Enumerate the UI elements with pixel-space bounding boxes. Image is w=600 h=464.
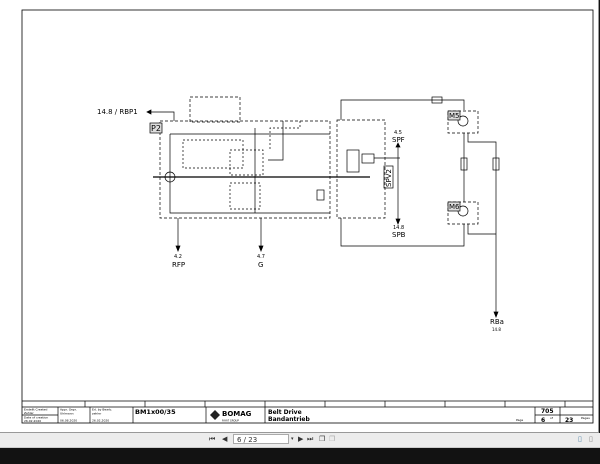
checked-date: 06.08.2020 (60, 419, 77, 423)
bomag-logo: BOMAG FAYAT GROUP (210, 410, 252, 423)
label-p2: P2 (151, 124, 161, 133)
label-spv2: SPV2 (385, 169, 393, 187)
of-label: of (550, 416, 554, 420)
ref-rfp-num: 4.2 (174, 254, 182, 260)
ref-spf: SPF (392, 136, 405, 144)
ref-g-num: 4.7 (257, 254, 265, 260)
svg-text:BOMAG: BOMAG (222, 410, 252, 418)
ref-rfp: RFP (172, 261, 185, 269)
ref-g: G (258, 261, 263, 269)
pages-label: Pages (581, 416, 590, 420)
ref-spb: SPB (392, 231, 406, 239)
created-date: 26.02.2020 (24, 419, 41, 423)
page-label: Page (516, 418, 523, 422)
ref-spb-num: 14.8 (393, 225, 404, 231)
svg-text:FAYAT GROUP: FAYAT GROUP (222, 419, 239, 423)
page-number: 6 (541, 417, 545, 424)
next-page-button[interactable]: ▶ (298, 435, 304, 443)
label-m5: M5 (449, 112, 460, 120)
single-page-view-icon[interactable]: ▯ (578, 435, 582, 443)
model-number: BM1x00/35 (135, 408, 176, 416)
document-page: 14.8 / RBP1 P2 4.2 RFP 4.7 G 4.5 SPF 14.… (0, 0, 599, 433)
continuous-view-icon[interactable]: ▯ (589, 435, 593, 443)
drawing-number: 705 (541, 408, 554, 415)
paste-icon[interactable]: ❐ (329, 435, 336, 443)
date-label: Date of creation (24, 416, 48, 420)
background-area (0, 448, 600, 464)
label-m6: M6 (449, 203, 460, 211)
hydraulic-schematic: 14.8 / RBP1 P2 4.2 RFP 4.7 G 4.5 SPF 14.… (21, 9, 594, 424)
ref-rba: RBa (490, 318, 504, 326)
checked-by: Uhlmann (60, 412, 74, 416)
page-dropdown-icon[interactable]: ▾ (291, 436, 294, 442)
edit-label: Ed. by Bearb. (92, 408, 112, 412)
ref-rba-num: 14.8 (492, 327, 501, 332)
ref-rbp1: 14.8 / RBP1 (97, 108, 138, 116)
pdf-toolbar: ⏮ ◀ 6 / 23 ▾ ▶ ⏭ ❐ ❐ ▯ ▯ (0, 433, 600, 448)
pages-total: 23 (565, 417, 573, 424)
title-de: Bandantrieb (268, 416, 310, 423)
page-number-input[interactable]: 6 / 23 (233, 434, 289, 444)
prev-page-button[interactable]: ◀ (222, 435, 228, 443)
ref-spf-num: 4.5 (394, 130, 402, 136)
checked-label: Appr. Gepr. (60, 408, 77, 412)
created-by: Zehler (24, 411, 34, 415)
last-page-button[interactable]: ⏭ (307, 435, 314, 443)
edit-date: 26.02.2020 (92, 419, 109, 423)
edit-by: zehler (92, 412, 102, 416)
copy-icon[interactable]: ❐ (319, 435, 326, 443)
first-page-button[interactable]: ⏮ (209, 435, 216, 443)
created-label: Erstellt Created (24, 408, 47, 412)
title-en: Belt Drive (268, 409, 302, 416)
